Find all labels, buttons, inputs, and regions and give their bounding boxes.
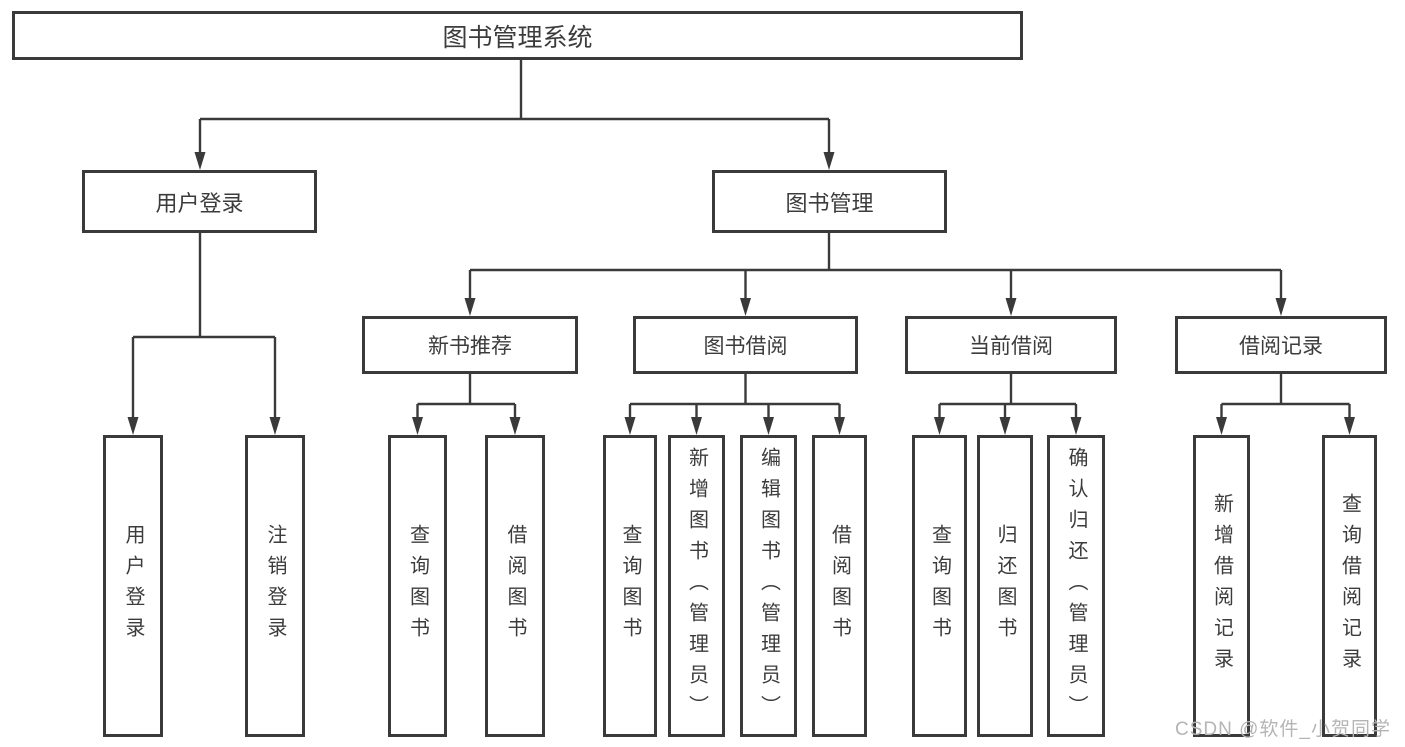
node-new-book-recommend: 新书推荐 (362, 316, 578, 374)
csdn-watermark: CSDN @软件_小贺同学 (1175, 719, 1391, 740)
node-label: 图书管理 (785, 190, 874, 216)
leaf-query-books-2: 查询图书 (603, 435, 657, 737)
leaf-user-login: 用户登录 (103, 435, 163, 737)
node-root-library-system: 图书管理系统 (12, 11, 1023, 60)
leaf-query-borrow-record: 查询借阅记录 (1322, 435, 1377, 737)
leaf-add-borrow-record: 新增借阅记录 (1193, 435, 1250, 737)
node-label: 查询图书 (928, 524, 951, 648)
leaf-query-books-3: 查询图书 (912, 435, 967, 737)
leaf-add-book-admin: 新增图书（管理员） (668, 435, 725, 737)
node-borrow-records: 借阅记录 (1175, 316, 1387, 374)
node-label: 新书推荐 (428, 335, 512, 358)
node-label: 借阅图书 (504, 524, 526, 648)
leaf-return-book: 归还图书 (977, 435, 1033, 737)
leaf-borrow-books-2: 借阅图书 (812, 435, 867, 737)
node-label: 编辑图书（管理员） (757, 446, 780, 726)
leaf-confirm-return-admin: 确认归还（管理员） (1047, 435, 1105, 737)
node-label: 查询图书 (619, 524, 641, 648)
node-user-login: 用户登录 (82, 170, 317, 233)
node-label: 图书借阅 (703, 335, 788, 358)
node-label: 借阅记录 (1239, 335, 1323, 358)
node-label: 查询借阅记录 (1338, 493, 1361, 679)
node-label: 归还图书 (994, 524, 1016, 648)
node-book-borrow: 图书借阅 (633, 316, 858, 374)
node-label: 用户登录 (122, 524, 144, 648)
leaf-logout: 注销登录 (245, 435, 305, 737)
node-label: 确认归还（管理员） (1065, 446, 1087, 726)
node-label: 新增图书（管理员） (685, 446, 708, 726)
node-label: 新增借阅记录 (1210, 493, 1233, 679)
leaf-edit-book-admin: 编辑图书（管理员） (740, 435, 797, 737)
node-label: 借阅图书 (828, 524, 851, 648)
leaf-query-books-1: 查询图书 (388, 435, 447, 737)
arrowheads (127, 152, 1355, 435)
node-label: 查询图书 (406, 524, 429, 648)
leaf-borrow-books-1: 借阅图书 (485, 435, 545, 737)
node-label: 当前借阅 (969, 335, 1053, 358)
node-current-borrow: 当前借阅 (905, 316, 1117, 374)
node-label: 用户登录 (155, 190, 244, 216)
node-label: 注销登录 (264, 524, 286, 648)
node-book-management: 图书管理 (712, 170, 947, 233)
node-label: 图书管理系统 (442, 23, 593, 52)
